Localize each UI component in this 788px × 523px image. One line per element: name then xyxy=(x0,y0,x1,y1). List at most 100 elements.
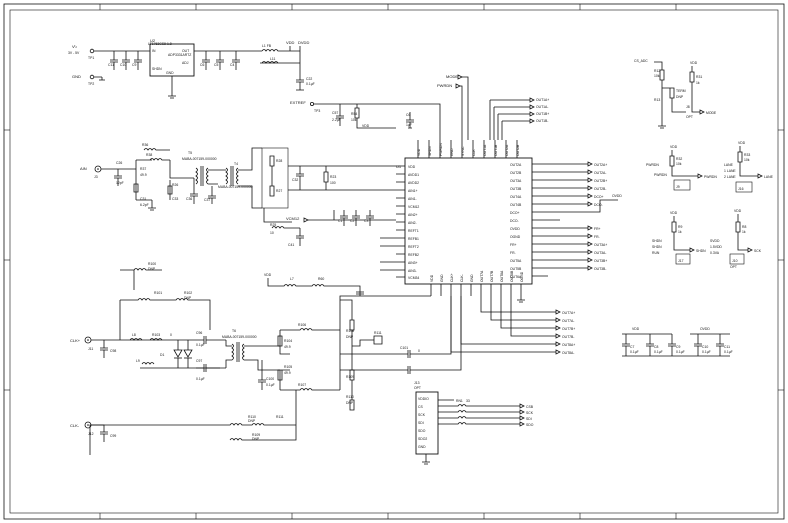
ic-left-pin-9: REFB1 xyxy=(408,237,419,241)
extref-cap-value: 2.2µF xyxy=(332,118,341,122)
gnd-testpoint-label: TP2 xyxy=(88,82,94,86)
net-out2a-minus: OUT2A- xyxy=(594,171,606,175)
decap-c7-value: 0.1µF xyxy=(630,350,639,354)
io-vdd-4: VDD xyxy=(670,211,678,215)
ic-top-pin-4: SYNC xyxy=(461,146,465,156)
io-pwrdn-label: PWRDN xyxy=(646,163,659,167)
io-r12-value: 10k xyxy=(654,74,660,78)
io-vdd-2: VDD xyxy=(670,145,678,149)
svg-text:C57: C57 xyxy=(332,111,338,115)
ic-right-pin-3: OUT3B xyxy=(510,187,522,191)
ic-left-pin-1: AVDD1 xyxy=(408,173,419,177)
clk-jack2-ref: J12 xyxy=(88,432,94,436)
ic-right-pin-7: DCO- xyxy=(510,219,519,223)
io-shdn-label-2: SHDN xyxy=(652,245,662,249)
net-out7b-minus: OUT7B- xyxy=(562,335,574,339)
io-lane-label: LANE xyxy=(724,163,734,167)
spi-pin-vddio: VDDIO xyxy=(418,397,429,401)
io-r13: R13 xyxy=(654,98,660,102)
svg-text:C6: C6 xyxy=(406,113,410,117)
net-pwrdn: PWRDN xyxy=(437,83,452,88)
clk-c97-value: 0.1µF xyxy=(196,377,205,381)
spi-header-j13[interactable] xyxy=(415,391,439,455)
clk-r111: R111 xyxy=(374,331,382,335)
ic-bottom-pin-7: OUT8A xyxy=(500,270,504,282)
io-r32: R32 xyxy=(676,157,682,161)
io-j9: J10 xyxy=(732,259,738,263)
ain-r-value: 49.9 xyxy=(140,173,147,177)
ain-termination-box xyxy=(261,147,289,209)
clk-r104: R104 xyxy=(284,339,292,343)
ain-r23: R23 xyxy=(330,175,336,179)
net-out3a-minus: OUT3A- xyxy=(594,251,606,255)
ain-r25: R25 xyxy=(270,223,276,227)
ic-top-pin-2: PWRDN xyxy=(439,143,443,156)
ic-left-pin-4: AIN1- xyxy=(408,197,417,201)
ic-bottom-pin-8: OUT8B xyxy=(510,270,514,282)
ic-right-pin-11: FR- xyxy=(510,251,516,255)
ic-left-pin-12: AIN3+ xyxy=(408,261,418,265)
ic-right-pin-12: OUT5A xyxy=(510,259,522,263)
jumper-j9[interactable] xyxy=(729,253,745,265)
top-control-nets: MODE PWRDN OUT1A+ OUT1A- OUT1B+ OUT1B- E… xyxy=(290,74,549,140)
io-vdd-label: VDD xyxy=(690,61,698,65)
spi-header-ref: J13 xyxy=(414,381,420,385)
regulator-ref: U2 xyxy=(150,38,156,43)
io-sck-net: SCK xyxy=(754,249,762,253)
ic-left-pin-6: AIN2+ xyxy=(408,213,418,217)
svg-text:R60: R60 xyxy=(318,277,324,281)
net-vcm12: VCM12 xyxy=(286,216,300,221)
spi-pin-sdo: SDO xyxy=(418,429,426,433)
vin-range: 3V - 5V xyxy=(68,51,80,55)
io-r33: R33 xyxy=(744,153,750,157)
vin-label: Vᴵₙ xyxy=(72,44,77,49)
svg-text:L7: L7 xyxy=(290,277,294,281)
ain-c33: C33 xyxy=(172,197,178,201)
svg-text:C9: C9 xyxy=(132,63,136,67)
clk-minus-label: CLK- xyxy=(70,423,80,428)
ain-c36: C36 xyxy=(186,197,192,201)
transformer-t4-part: MABA-007159-000000 xyxy=(218,185,253,189)
clk-c99: C99 xyxy=(110,434,116,438)
net-fr-plus: FR+ xyxy=(594,227,601,231)
ic-left-pin-11: REFB2 xyxy=(408,253,419,257)
clk-l8: L8 xyxy=(132,333,136,337)
vin-testpoint[interactable] xyxy=(89,48,95,54)
clk-bottom-r1-value: DNP xyxy=(248,419,256,423)
ain-c32: C32 xyxy=(292,178,298,182)
ain-c31-value: 6.2pF xyxy=(140,203,149,207)
gnd-testpoint[interactable] xyxy=(89,74,95,80)
ic-bottom-pin-6: OUT7B xyxy=(490,270,494,282)
ic-top-pin-1: SHDN xyxy=(428,146,432,156)
io-lane-net: LANE xyxy=(764,175,774,179)
jumper-j10[interactable] xyxy=(673,179,691,191)
ic-bottom-pin-0: VDD xyxy=(430,274,434,282)
ic-left-pin-13: AIN3- xyxy=(408,269,417,273)
spi-net-sck: SCK xyxy=(526,411,534,415)
net-dvdd-top: DVDD xyxy=(298,40,309,45)
ic-left-pin-14: VCM34 xyxy=(408,276,419,280)
net-out2b-minus: OUT2B- xyxy=(594,187,606,191)
decap-c7: C7 xyxy=(630,345,634,349)
io-shdn-net: SHDN xyxy=(696,249,706,253)
bottom-output-nets: OUT7A+ OUT7A- OUT7B+ OUT7B- OUT8A+ OUT8A… xyxy=(450,296,575,355)
decoupling-section: VDD OVDD C7 0.1µF C8 0.1µF C9 0.1µF C10 … xyxy=(622,327,733,357)
io-r8: R8 xyxy=(742,225,746,229)
io-r8-value: 1k xyxy=(742,230,746,234)
transformer-t5-ref: T5 xyxy=(188,151,192,155)
regulator-pin-gnd: GND xyxy=(166,71,174,75)
ain-cap-value: 12pF xyxy=(116,181,124,185)
clk-r108: R108 xyxy=(346,329,354,333)
ic-left-pin-7: AIN2- xyxy=(408,221,417,225)
net-dco-minus: DCO- xyxy=(594,203,603,207)
clk-r110: R110 xyxy=(346,395,354,399)
ovdd-net: OVDD xyxy=(612,194,622,198)
jumper-j15[interactable] xyxy=(735,181,753,193)
extref-testpoint[interactable] xyxy=(309,102,314,107)
clk-bottom-r1: R110 xyxy=(248,415,256,419)
jumper-j16[interactable] xyxy=(675,253,691,265)
clk-c101-value: 0 xyxy=(418,349,420,353)
net-out3b-minus: OUT3B- xyxy=(594,267,606,271)
ic-right-pin-0: OUT2A xyxy=(510,163,522,167)
ain-r37: R37 xyxy=(140,167,146,171)
